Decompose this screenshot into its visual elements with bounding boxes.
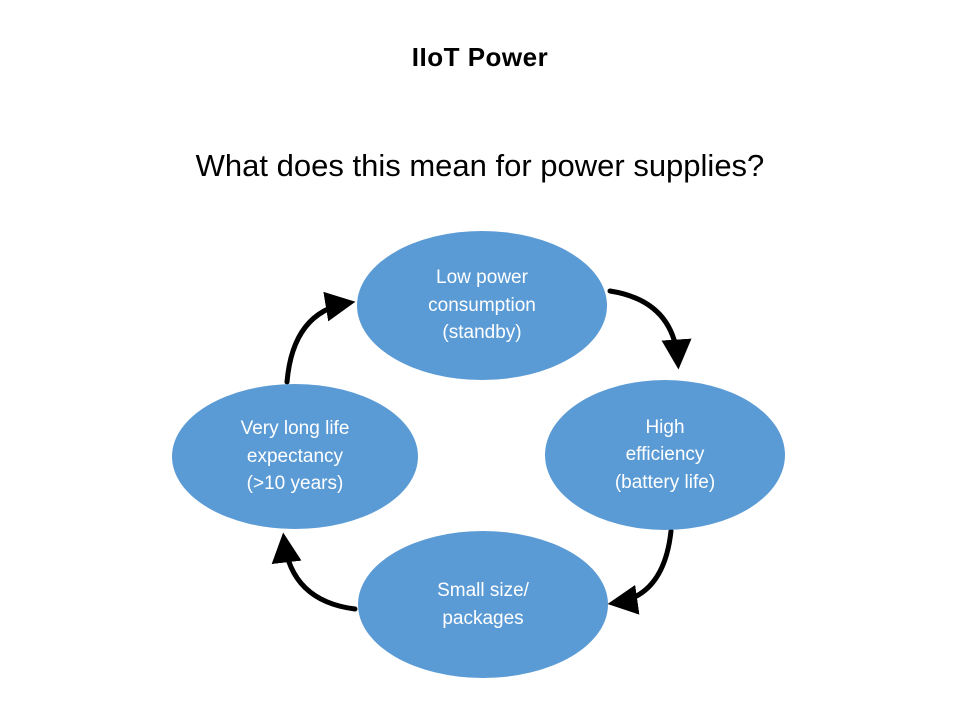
node-label: Small size/ packages — [437, 579, 529, 629]
slide-subtitle: What does this mean for power supplies? — [195, 148, 765, 183]
node-high-efficiency: High efficiency (battery life) — [545, 380, 785, 530]
node-low-power-consumption: Low power consumption (standby) — [357, 231, 607, 380]
arrow-bottom-to-left-icon — [271, 532, 358, 612]
node-small-size-packages: Small size/ packages — [358, 531, 608, 678]
node-label: Low power consumption (standby) — [428, 267, 536, 344]
slide-title: IIoT Power — [411, 42, 549, 72]
arrow-left-to-top-icon — [284, 291, 356, 385]
arrow-top-to-right-icon — [607, 288, 692, 370]
node-long-life-expectancy: Very long life expectancy (>10 years) — [172, 384, 418, 529]
arrow-right-to-bottom-icon — [607, 528, 674, 615]
node-label: Very long life expectancy (>10 years) — [240, 418, 350, 495]
node-label: High efficiency (battery life) — [614, 416, 716, 493]
